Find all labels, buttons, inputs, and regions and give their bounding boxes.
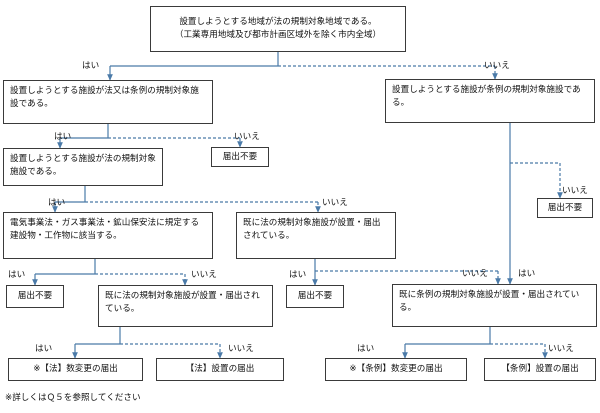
result-not-required-1: 届出不要 [211,147,269,167]
label-yes: はい [54,132,72,142]
label-no: いいえ [462,269,488,279]
question-ordinance-facility: 設置しようとする施設が条例の規制対象施設である。 [385,79,595,123]
result-not-required-4: 届出不要 [286,285,344,308]
label-no: いいえ [228,344,254,354]
question-already-ordinance-installed: 既に条例の規制対象施設が設置・届出されている。 [392,284,597,327]
label-yes: はい [35,344,53,354]
label-yes: はい [357,344,375,354]
result-ordinance-number-change: ※【条例】数変更の届出 [325,358,467,381]
label-no: いいえ [322,198,348,208]
question-law-facility: 設置しようとする施設が法の規制対象施設である。 [3,148,163,186]
result-ordinance-installation: 【条例】設置の届出 [484,358,596,381]
question-already-law-installed: 既に法の規制対象施設が設置・届出されている。 [98,285,273,327]
result-law-installation: 【法】設置の届出 [156,358,284,381]
label-yes: はい [48,198,66,208]
question-law-or-ordinance-facility: 設置しようとする施設が法又は条例の規制対象施設である。 [3,80,213,124]
result-not-required-2: 届出不要 [537,198,593,218]
label-yes: はい [518,269,536,279]
question-target-area-line2: （工業専用地域及び都市計画区域外を除く市内全域） [174,30,382,40]
result-not-required-3: 届出不要 [6,285,64,308]
question-already-law-facility: 既に法の規制対象施設が設置・届出されている。 [236,212,396,259]
question-target-area: 設置しようとする地域が法の規制対象地域である。 （工業専用地域及び都市計画区域外… [150,6,406,52]
question-utility-exempt: 電気事業法・ガス事業法・鉱山保安法に規定する建設物・工作物に該当する。 [3,212,213,259]
footnote: ※詳しくはＱ５を参照してください [5,393,141,403]
label-no: いいえ [484,61,510,71]
label-no: いいえ [234,132,260,142]
label-yes: はい [8,270,26,280]
label-yes: はい [82,61,100,71]
label-no: いいえ [562,186,588,196]
result-law-number-change: ※【法】数変更の届出 [8,358,143,381]
label-yes: はい [289,270,307,280]
label-no: いいえ [548,344,574,354]
label-no: いいえ [191,270,217,280]
question-target-area-line1: 設置しようとする地域が法の規制対象地域である。 [179,17,377,27]
